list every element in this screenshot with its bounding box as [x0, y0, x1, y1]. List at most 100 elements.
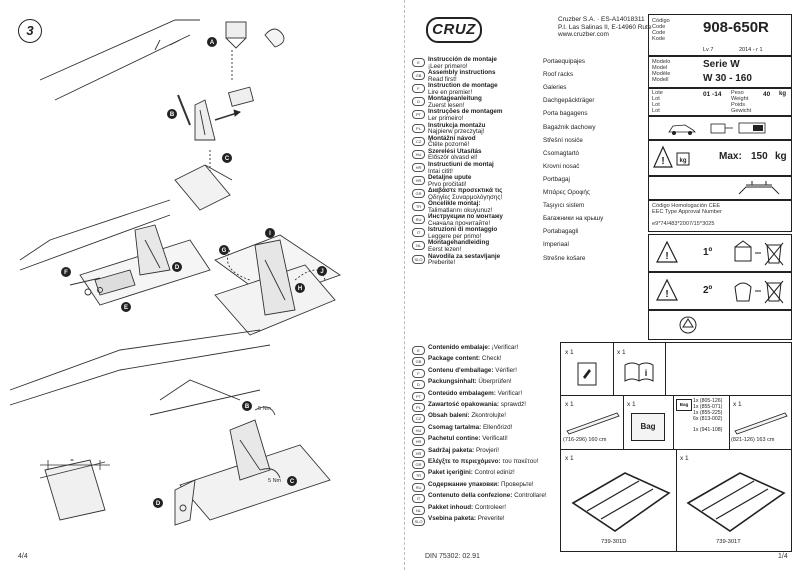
bag-part: 6x (813-002): [693, 416, 723, 422]
homolog-line: Código Homologación CEE: [652, 203, 721, 209]
roof-load-box: [648, 176, 792, 200]
bin-disposal-icon: [734, 280, 784, 304]
product-translation: Portabagagli: [543, 228, 579, 236]
company-line: P.I. Las Salinas II, E-14960 Rute: [558, 23, 652, 31]
product-translation: Portaequipajes: [543, 58, 586, 65]
product-translation: Dachgepäckträger: [543, 97, 595, 105]
instruction-sub: Zuerst lesen!: [428, 102, 465, 110]
content-title: Paket içeriğini:: [428, 469, 473, 477]
content-title: Pakket inhoud:: [428, 503, 474, 511]
code-label: Code: [652, 30, 666, 36]
instruction-title: Navodila za sestavljanje: [428, 252, 501, 260]
content-sub: Verificati!: [482, 435, 508, 443]
bag-cell: x 1 Bag: [623, 395, 674, 450]
bar-icon: [734, 412, 788, 435]
language-code: HR: [412, 437, 425, 447]
content-sub: Проверьте!: [501, 480, 534, 488]
right-footer-page: 1/4: [778, 553, 788, 560]
content-sub: Provjeri!: [475, 446, 500, 454]
weight-label: Peso: [731, 90, 744, 96]
language-code: HR: [412, 448, 425, 458]
marker-d: D: [175, 265, 180, 271]
instruction-title: Инструкции по монтажу: [428, 213, 503, 221]
bag-part: 1x (805-126): [693, 398, 723, 404]
language-code: F: [412, 368, 425, 378]
instruction-sub: Először olvasd el!: [428, 154, 478, 162]
language-code: GR: [412, 189, 425, 198]
product-translation: Багажники на крышу: [543, 215, 604, 223]
frame-1-code: 739-301D: [601, 539, 627, 545]
product-translation: Bagażnik dachowy: [543, 123, 596, 131]
instruction-sub: Čtěte pozorně!: [428, 141, 470, 149]
weight-label: Weight: [731, 96, 749, 102]
instruction-title: Szerelési Utasítás: [428, 147, 482, 155]
language-code: CZ: [412, 136, 425, 146]
qty: x 1: [680, 455, 689, 462]
frame-2-cell: x 1 739-301T: [676, 449, 791, 551]
instruction-sub: Eerst lezen!: [428, 246, 462, 254]
content-sub: Zkontrolujte!: [471, 412, 507, 420]
product-translation: Galeries: [543, 84, 567, 92]
series-name: Serie W: [703, 59, 740, 70]
svg-text:!: !: [665, 289, 668, 300]
din-standard: DIN 75302: 02.91: [425, 553, 480, 560]
bag-part: 1x (855-225): [693, 410, 723, 416]
assembly-illustration: A B C D E F G H I J B C D 5 Nm 5 Nm =: [9, 19, 341, 526]
instruction-sub: Preberite!: [428, 259, 456, 267]
code-box: Código Code Code Kode 908-650R Lv 7 2014…: [648, 14, 792, 56]
unpack-disposal-icon: [734, 240, 784, 266]
frame-2-code: 739-301T: [716, 539, 741, 545]
lv-label: Lv 7: [703, 47, 714, 53]
frame-icon: [571, 472, 671, 532]
bag-part: 1x (855-071): [693, 404, 723, 410]
content-title: Zawartość opakowania:: [428, 401, 500, 408]
weight-unit: kg: [779, 91, 787, 97]
recycle-icon: [679, 316, 697, 334]
content-title: Contenuto della confezione:: [428, 492, 513, 500]
series-size: W 30 - 160: [703, 73, 752, 84]
code-label: Código: [652, 18, 670, 24]
content-sub: Check!: [481, 355, 502, 363]
language-code: RU: [412, 215, 425, 225]
content-title: Содержание упаковки:: [428, 480, 500, 488]
marker-c: C: [225, 156, 230, 162]
content-sub: Controllare!: [514, 492, 547, 500]
content-title: Csomag tartalma:: [428, 423, 482, 431]
content-sub: Preverite!: [477, 515, 505, 522]
content-title: Vsebina paketa:: [428, 515, 476, 522]
step-2-label: 2º: [703, 285, 713, 296]
content-sub: Controleer!: [474, 503, 507, 511]
brand-logo: CRUZ: [426, 17, 482, 43]
torque-label-2: 5 Nm: [268, 478, 282, 484]
instruction-step-2-box: ! 2º: [648, 272, 792, 310]
lot-label: Lote: [652, 90, 663, 96]
homolog-line: EEC Type Approval Number: [652, 209, 722, 215]
instruction-title: Instructiuni de montaj: [428, 160, 494, 168]
product-translation: Imperiaal: [543, 241, 569, 249]
code-label: Kode: [652, 36, 666, 42]
marker-b: B: [170, 112, 175, 118]
instruction-title: Öncelikle montaj:: [428, 200, 481, 208]
product-translation: Csomagtartó: [543, 149, 580, 157]
instruction-title: Instrucción de montaje: [428, 56, 497, 63]
svg-text:=: =: [70, 458, 74, 464]
step-1-label: 1º: [703, 247, 713, 258]
instruction-title: Διαβάστε προσεκτικά τις: [428, 187, 503, 194]
language-code: E: [412, 58, 425, 67]
svg-text:kg: kg: [679, 158, 686, 164]
marker-e: E: [124, 305, 128, 311]
instruction-title: Detaljne upute: [428, 173, 472, 181]
